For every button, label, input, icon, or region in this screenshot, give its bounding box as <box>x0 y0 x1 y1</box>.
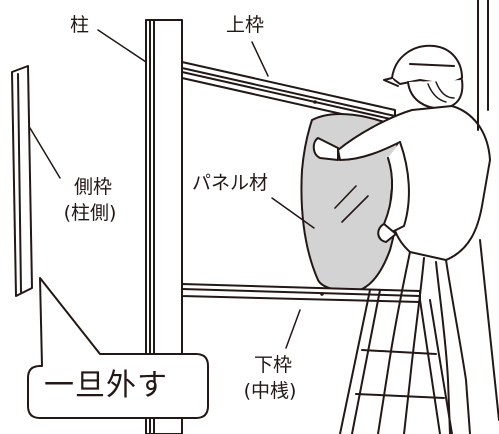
callout-bubble <box>27 277 209 419</box>
label-lower-frame-note: (中桟) <box>243 380 297 402</box>
leader-lines <box>29 29 315 349</box>
lower-frame-rail <box>181 283 421 303</box>
worker-figure <box>312 0 491 434</box>
callout-text: 一旦外す <box>44 368 168 403</box>
side-frame-part <box>11 65 33 297</box>
label-pillar: 柱 <box>70 14 90 36</box>
label-side-frame: 側枠 <box>73 176 112 198</box>
stepladder <box>339 239 499 434</box>
label-side-frame-note: (柱側) <box>63 202 117 224</box>
label-upper-frame: 上枠 <box>226 14 265 36</box>
label-panel: パネル材 <box>192 172 269 194</box>
label-lower-frame: 下枠 <box>253 354 292 376</box>
